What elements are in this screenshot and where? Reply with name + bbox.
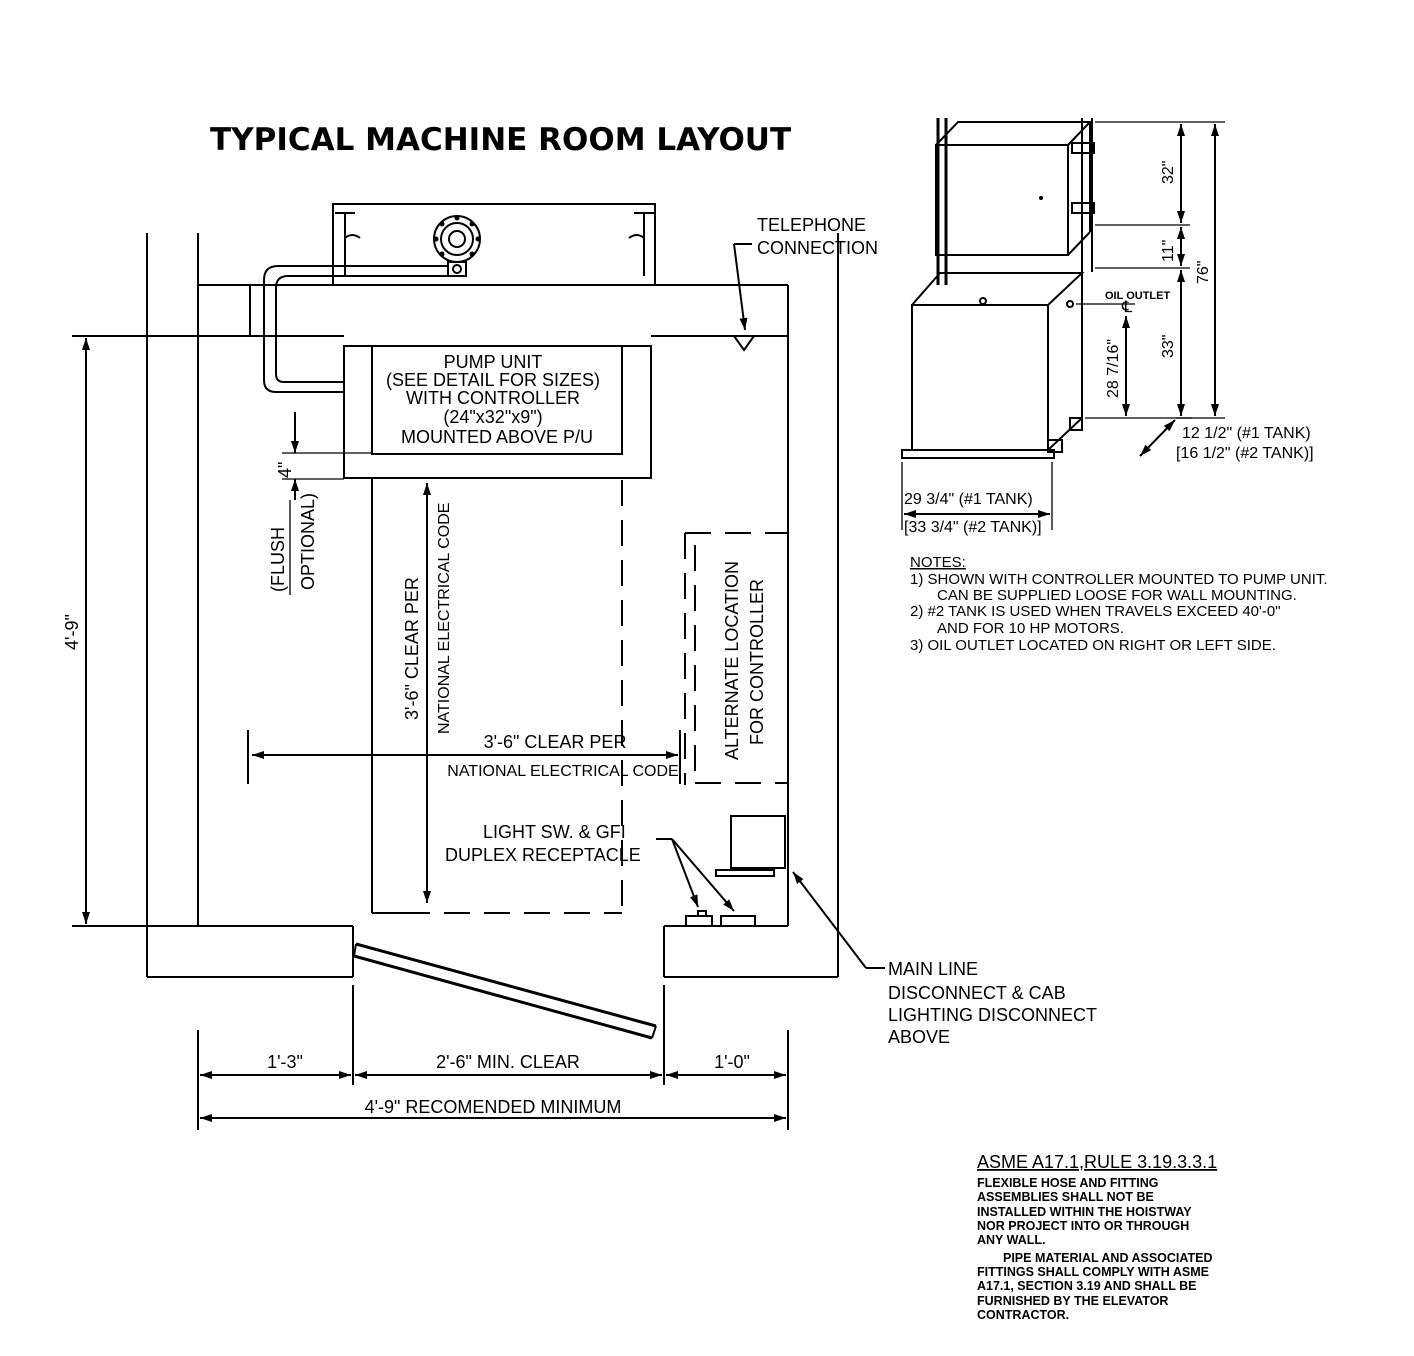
- telephone-label-2: CONNECTION: [757, 238, 878, 258]
- flush-label-1: (FLUSH: [268, 527, 288, 592]
- dim-28: 28 7/16": [1105, 339, 1122, 398]
- rule-line: ASSEMBLIES SHALL NOT BE: [977, 1190, 1154, 1204]
- dim-4in: 4": [275, 462, 295, 478]
- notes: NOTES: 1) SHOWN WITH CONTROLLER MOUNTED …: [910, 554, 1328, 654]
- oil-outlet-label: OIL OUTLET: [1105, 290, 1170, 302]
- receptacles: [685, 910, 756, 927]
- dim-total: 4'-9" RECOMENDED MINIMUM: [365, 1097, 622, 1117]
- main-line-label-2: DISCONNECT & CAB: [888, 983, 1066, 1003]
- door: [353, 942, 657, 1040]
- note-line: 1) SHOWN WITH CONTROLLER MOUNTED TO PUMP…: [910, 571, 1328, 588]
- rule-line: FLEXIBLE HOSE AND FITTING: [977, 1176, 1158, 1190]
- depth-label-2: [16 1/2" (#2 TANK)]: [1176, 445, 1314, 462]
- alt-location-label-1: ALTERNATE LOCATION: [722, 561, 742, 760]
- note-line: AND FOR 10 HP MOTORS.: [937, 620, 1124, 637]
- light-switch-label-1: LIGHT SW. & GFI: [483, 822, 626, 842]
- clear-working-area: 3'-6" CLEAR PER NATIONAL ELECTRICAL CODE: [371, 478, 623, 914]
- telephone-label-1: TELEPHONE: [757, 215, 866, 235]
- centerline-symbol: ℄: [1121, 299, 1133, 316]
- rule-line: ANY WALL.: [977, 1233, 1046, 1247]
- dim-11: 11": [1160, 240, 1177, 262]
- alt-location-label-2: FOR CONTROLLER: [747, 579, 767, 745]
- dim-1-3: 1'-3": [267, 1052, 303, 1072]
- notes-heading: NOTES:: [910, 554, 966, 571]
- rule-line: FURNISHED BY THE ELEVATOR: [977, 1294, 1168, 1308]
- depth-label-1: 12 1/2" (#1 TANK): [1182, 425, 1311, 442]
- clear-horiz-label-2: NATIONAL ELECTRICAL CODE: [447, 763, 678, 780]
- dim-height: 4'-9": [62, 614, 82, 650]
- four-inch-dimension: 4" (FLUSH OPTIONAL): [268, 412, 372, 595]
- main-line-label-3: LIGHTING DISCONNECT: [888, 1005, 1097, 1025]
- dim-2-6: 2'-6" MIN. CLEAR: [436, 1052, 580, 1072]
- main-line-label-4: ABOVE: [888, 1027, 950, 1047]
- asme-rule: ASME A17.1,RULE 3.19.3.3.1 FLEXIBLE HOSE…: [977, 1152, 1217, 1322]
- dim-1-0: 1'-0": [714, 1052, 750, 1072]
- telephone-connection: TELEPHONE CONNECTION: [733, 215, 878, 352]
- bottom-dimensions: 1'-3" 2'-6" MIN. CLEAR 1'-0" 4'-9" RECOM…: [197, 985, 789, 1130]
- pump-label-1: PUMP UNIT: [444, 352, 543, 372]
- pump-label-3: WITH CONTROLLER: [406, 388, 580, 408]
- rule-line: FITTINGS SHALL COMPLY WITH ASME: [977, 1265, 1209, 1279]
- light-switch-callout: LIGHT SW. & GFI DUPLEX RECEPTACLE: [445, 822, 735, 912]
- horizontal-clearance: 3'-6" CLEAR PER NATIONAL ELECTRICAL CODE: [247, 730, 681, 784]
- rule-line: CONTRACTOR.: [977, 1308, 1069, 1322]
- rule-line: NOR PROJECT INTO OR THROUGH: [977, 1219, 1189, 1233]
- pump-unit: PUMP UNIT (SEE DETAIL FOR SIZES) WITH CO…: [343, 345, 652, 479]
- rule-line: PIPE MATERIAL AND ASSOCIATED: [1003, 1251, 1213, 1265]
- pump-unit-detail: 32" 11" 76" 33" 28 7/16" OIL OUTLET ℄ 12…: [901, 118, 1314, 536]
- light-switch-label-2: DUPLEX RECEPTACLE: [445, 845, 641, 865]
- pump-label-4: (24"x32"x9"): [443, 407, 542, 427]
- clear-vert-label-2: NATIONAL ELECTRICAL CODE: [436, 503, 453, 734]
- pump-label-2: (SEE DETAIL FOR SIZES): [386, 370, 600, 390]
- dim-33: 33": [1160, 335, 1177, 358]
- dim-32: 32": [1160, 161, 1177, 184]
- hoistway-cylinder: [263, 203, 656, 393]
- drawing-title: TYPICAL MACHINE ROOM LAYOUT: [210, 122, 791, 158]
- note-line: 3) OIL OUTLET LOCATED ON RIGHT OR LEFT S…: [910, 637, 1276, 654]
- alternate-controller-location: ALTERNATE LOCATION FOR CONTROLLER: [684, 532, 788, 785]
- rule-heading: ASME A17.1,RULE 3.19.3.3.1: [977, 1152, 1217, 1172]
- main-line-callout: MAIN LINE DISCONNECT & CAB LIGHTING DISC…: [792, 871, 1097, 1047]
- clear-horiz-label-1: 3'-6" CLEAR PER: [484, 732, 627, 752]
- disconnect-box: [715, 815, 786, 877]
- height-dimension: 4'-9": [62, 335, 198, 927]
- rule-line: A17.1, SECTION 3.19 AND SHALL BE: [977, 1279, 1197, 1293]
- clear-vert-label-1: 3'-6" CLEAR PER: [402, 577, 422, 720]
- pump-label-5: MOUNTED ABOVE P/U: [401, 427, 593, 447]
- rule-line: INSTALLED WITHIN THE HOISTWAY: [977, 1205, 1192, 1219]
- note-line: 2) #2 TANK IS USED WHEN TRAVELS EXCEED 4…: [910, 603, 1281, 620]
- width-label-1: 29 3/4" (#1 TANK): [904, 491, 1033, 508]
- note-line: CAN BE SUPPLIED LOOSE FOR WALL MOUNTING.: [937, 587, 1297, 604]
- width-label-2: [33 3/4" (#2 TANK)]: [904, 519, 1042, 536]
- flush-label-2: OPTIONAL): [298, 493, 318, 590]
- dim-76: 76": [1195, 261, 1212, 284]
- main-line-label-1: MAIN LINE: [888, 959, 978, 979]
